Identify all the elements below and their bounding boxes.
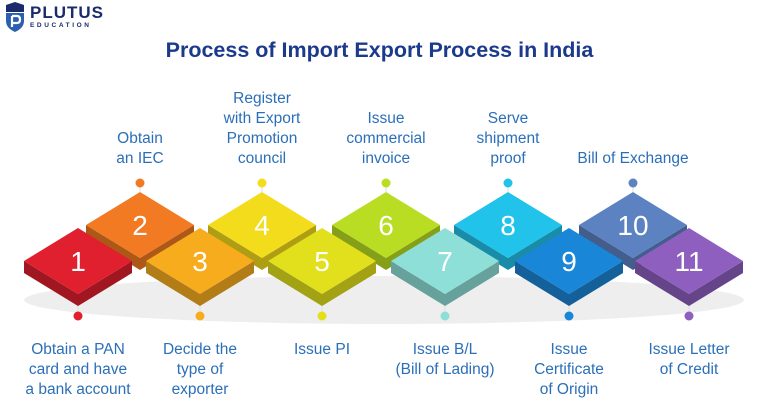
step-3-tile: 3 (146, 228, 254, 306)
step-9-label-line: Issue (550, 341, 588, 358)
step-4-tile-top (208, 192, 316, 258)
step-4-dot (257, 178, 267, 188)
step-1-tile: 1 (24, 228, 132, 306)
brand-tagline: EDUCATION (30, 22, 92, 29)
step-5-dot (317, 311, 327, 321)
step-9-tile-top (515, 228, 623, 294)
step-6-dot (381, 178, 391, 188)
step-2-label-line: an IEC (116, 150, 164, 167)
step-6-label-line: Issue (367, 110, 405, 127)
step-11-label-line: of Credit (659, 361, 719, 378)
step-5-tile-top (268, 228, 376, 294)
step-11-dot (684, 311, 694, 321)
step-11-tile: 11 (635, 228, 743, 306)
brand-name: PLUTUS (30, 3, 104, 22)
step-3-tile-side (146, 261, 254, 306)
step-1-label-line: card and have (28, 361, 128, 378)
step-2-tile-top (86, 192, 194, 258)
step-5-tile-side (268, 261, 376, 306)
step-8-number: 8 (500, 210, 516, 241)
plutus-shield-icon (6, 2, 24, 32)
step-5-label: Issue PI (252, 340, 392, 360)
step-11-label-line: Issue Letter (648, 341, 730, 358)
step-10-dot (628, 178, 638, 188)
step-9-dot (564, 311, 574, 321)
step-1-label: Obtain a PAN card and have a bank account (8, 340, 148, 400)
step-9-label-line: Certificate (534, 361, 604, 378)
step-3-label-line: Decide the (162, 341, 238, 358)
step-4-label-line: with Export (223, 110, 301, 127)
step-1-dot (73, 311, 83, 321)
step-5-number: 5 (314, 246, 330, 277)
step-6-label: Issue commercial invoice (316, 109, 456, 169)
step-4-label-line: council (237, 150, 287, 167)
step-8-dot (503, 178, 513, 188)
step-1-label-line: a bank account (25, 381, 131, 398)
step-3-number: 3 (192, 246, 208, 277)
step-8-label-line: Serve (487, 110, 529, 127)
step-4-label-line: Promotion (226, 130, 298, 147)
step-1-tile-side (24, 261, 132, 306)
step-7-label-line: (Bill of Lading) (395, 361, 495, 378)
step-11-number: 11 (674, 246, 703, 277)
step-7-number: 7 (437, 246, 453, 277)
step-1-tile-top (24, 228, 132, 294)
step-11-label: Issue Letter of Credit (619, 340, 759, 380)
step-4-label-line: Register (233, 90, 291, 107)
step-8-label-line: proof (490, 150, 526, 167)
diagram-shadow (24, 276, 744, 324)
step-9-label-line: of Origin (539, 381, 599, 398)
step-7-tile: 7 (391, 228, 499, 306)
step-7-tile-side (391, 261, 499, 306)
step-7-label-line: Issue B/L (412, 341, 478, 358)
step-5-label-line: Issue PI (294, 341, 350, 358)
step-7-dot (440, 311, 450, 321)
step-6-tile-top (332, 192, 440, 258)
step-9-tile: 9 (515, 228, 623, 306)
step-1-number: 1 (70, 246, 86, 277)
step-10-label-line: Bill of Exchange (577, 150, 689, 167)
step-2-number: 2 (132, 210, 148, 241)
step-10-tile-top (579, 192, 687, 258)
step-3-tile-top (146, 228, 254, 294)
step-11-tile-side (635, 261, 743, 306)
step-3-label: Decide the type of exporter (130, 340, 270, 400)
step-7-tile-top (391, 228, 499, 294)
step-11-tile-top (635, 228, 743, 294)
step-6-label-line: commercial (346, 130, 426, 147)
step-10-number: 10 (617, 210, 648, 241)
step-6-number: 6 (378, 210, 394, 241)
step-2-label: Obtain an IEC (70, 129, 210, 169)
step-8-tile-top (454, 192, 562, 258)
step-1-label-line: Obtain a PAN (31, 341, 125, 358)
step-8-label-line: shipment (476, 130, 540, 147)
step-3-dot (195, 311, 205, 321)
step-2-dot (135, 178, 145, 188)
step-5-tile: 5 (268, 228, 376, 306)
step-3-label-line: exporter (171, 381, 229, 398)
step-6-label-line: invoice (361, 150, 411, 167)
step-2-label-line: Obtain (117, 130, 163, 147)
step-9-tile-side (515, 261, 623, 306)
step-3-label-line: type of (176, 361, 224, 378)
page-title: Process of Import Export Process in Indi… (165, 38, 594, 62)
step-9-number: 9 (561, 246, 577, 277)
step-10-label: Bill of Exchange (563, 149, 703, 169)
step-8-label: Serve shipment proof (438, 109, 578, 169)
step-7-label: Issue B/L (Bill of Lading) (375, 340, 515, 380)
step-4-number: 4 (254, 210, 270, 241)
plutus-logo: PLUTUS EDUCATION (4, 2, 104, 32)
